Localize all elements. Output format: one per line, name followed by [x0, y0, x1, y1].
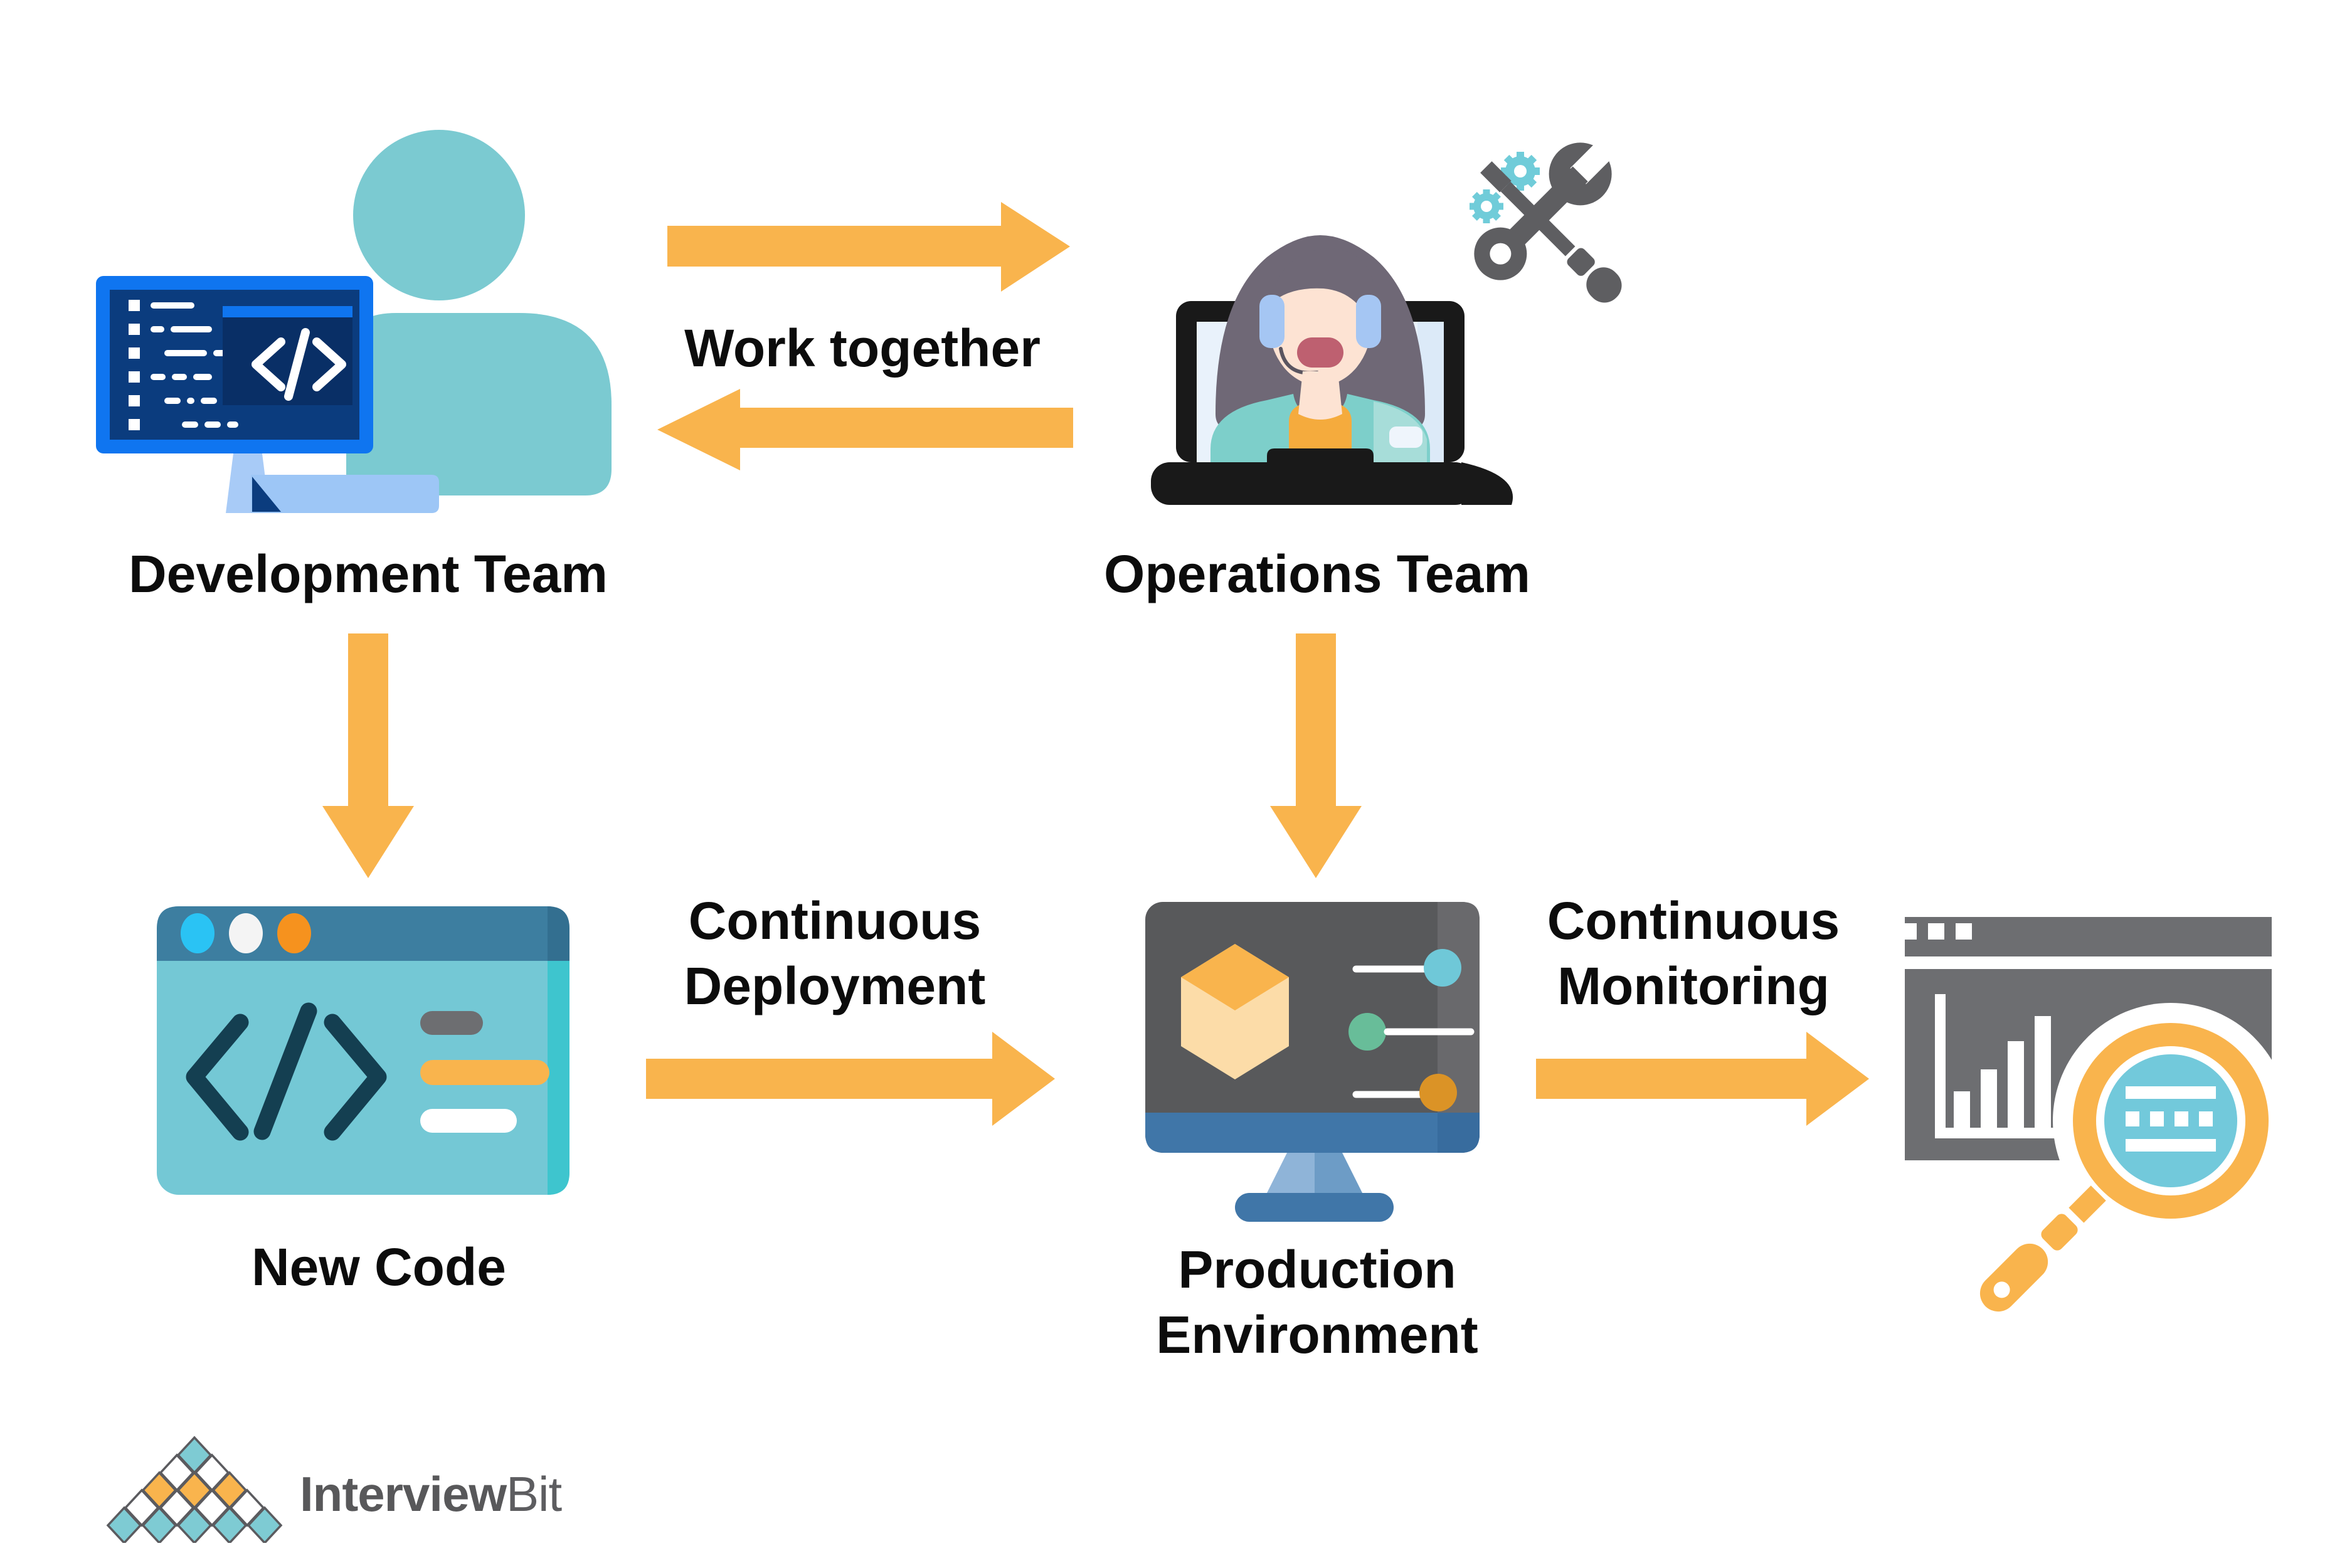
mouth-icon [1297, 337, 1343, 368]
operations-team-label: Operations Team [1104, 544, 1530, 603]
arrow-down-dev-to-newcode-icon [322, 633, 414, 878]
window-dot-white-icon [229, 913, 263, 953]
bar-chart-icon [1935, 994, 2067, 1138]
screwdriver-icon [1480, 161, 1622, 303]
tools-icon [1470, 137, 1622, 303]
code-glyph-icon [186, 1002, 387, 1141]
window-dot-cyan-icon [181, 913, 215, 953]
continuous-deployment-line1: Continuous [688, 891, 982, 950]
continuous-deployment-line2: Deployment [684, 956, 986, 1015]
production-environment-line1: Production [1178, 1240, 1456, 1299]
headset-icon [1259, 295, 1285, 348]
monitoring-browser-icon [1900, 917, 2289, 1312]
development-team-label: Development Team [129, 544, 608, 603]
new-code-window-icon [157, 906, 569, 1195]
work-together-label: Work together [684, 319, 1041, 378]
continuous-monitoring-line1: Continuous [1547, 891, 1840, 950]
brand-logo: InterviewBit [300, 1466, 562, 1522]
arrow-right-continuous-deployment-icon [646, 1032, 1055, 1126]
developer-person-icon [96, 130, 612, 513]
arrow-down-ops-to-production-icon [1270, 633, 1362, 878]
logo-pyramid-icon [107, 1436, 282, 1543]
continuous-deployment-label: Continuous Deployment [553, 888, 1117, 1019]
gear-icon [1470, 152, 1540, 223]
code-glyph-icon [252, 328, 346, 401]
operations-laptop-icon [1151, 235, 1513, 505]
arrow-right-work-together-icon [667, 202, 1070, 292]
arrow-left-work-together-icon [657, 389, 1073, 470]
sliders-icon [1348, 949, 1475, 1111]
lens-data-icon [2126, 1086, 2216, 1152]
cube-icon [1181, 944, 1289, 1079]
arrow-right-continuous-monitoring-icon [1536, 1032, 1869, 1126]
production-environment-label: Production Environment [1035, 1237, 1599, 1367]
code-monitor-icon [96, 276, 373, 453]
production-environment-line2: Environment [1156, 1305, 1478, 1364]
window-dot-orange-icon [277, 913, 311, 953]
new-code-label: New Code [251, 1237, 507, 1296]
magnifier-handle-icon [1979, 1185, 2106, 1312]
magnifier-icon [1979, 1003, 2289, 1312]
production-monitor-icon [1145, 902, 1480, 1222]
continuous-monitoring-label: Continuous Monitoring [1411, 888, 1976, 1019]
brand-logo-primary: Interview [300, 1466, 507, 1522]
brand-logo-secondary: Bit [506, 1466, 562, 1522]
continuous-monitoring-line2: Monitoring [1557, 956, 1830, 1015]
support-agent-icon [1210, 235, 1430, 462]
